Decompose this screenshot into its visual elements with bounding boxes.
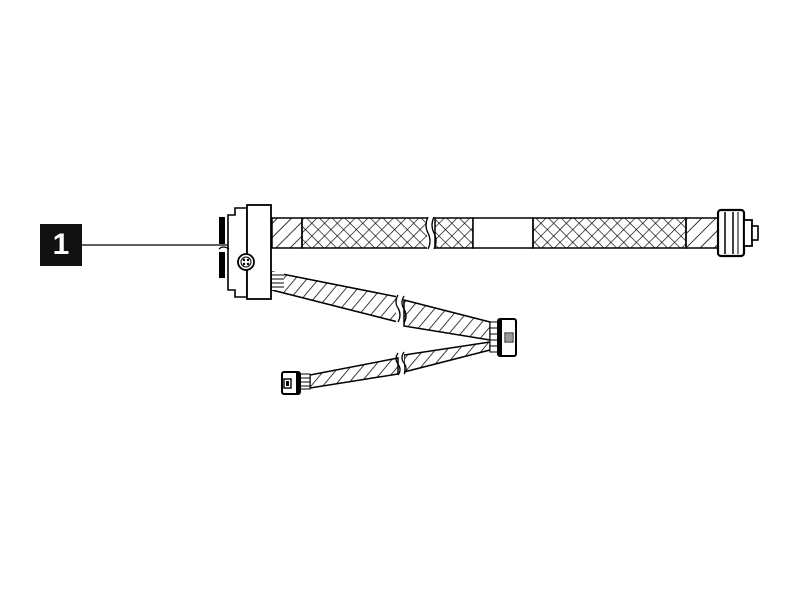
- callout-number: 1: [52, 228, 70, 261]
- main-cable: [271, 214, 719, 252]
- callout-badge-1: 1: [40, 224, 82, 266]
- branch-cable-lower: [309, 341, 491, 389]
- mid-connector: [489, 318, 517, 357]
- left-connector: [218, 204, 272, 300]
- end-connector: [281, 371, 311, 395]
- right-connector: [716, 208, 759, 258]
- branch-cable-upper: [271, 271, 491, 341]
